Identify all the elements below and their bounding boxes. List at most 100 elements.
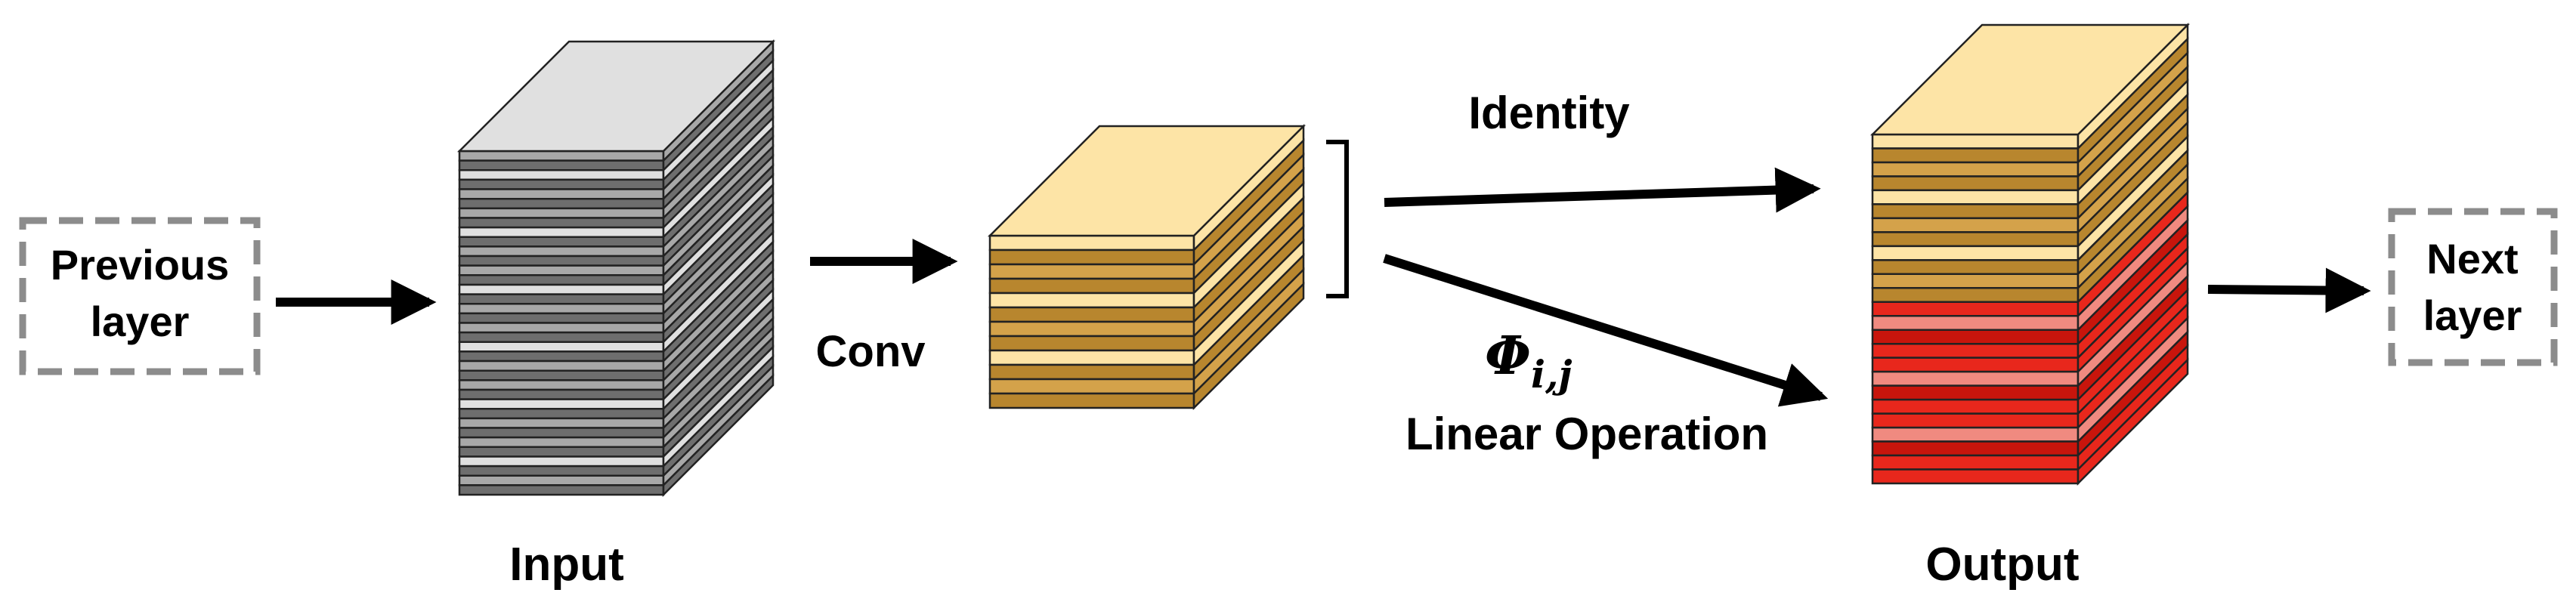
cube-layer-front	[1871, 412, 2080, 429]
cube-layer-front	[458, 226, 665, 238]
cube-layer-front	[1871, 454, 2080, 471]
cube-layer-front	[1871, 370, 2080, 387]
cube-layer-front	[1871, 329, 2080, 345]
cube-layer-front	[458, 388, 665, 400]
cube-layer-front	[458, 283, 665, 295]
cube-layer-front	[1871, 287, 2080, 304]
cube-layer-front	[988, 306, 1195, 323]
cube-layer-front	[988, 292, 1195, 309]
cube-layer-front	[458, 398, 665, 410]
cube-layer-front	[1871, 133, 2080, 150]
cube-top	[456, 40, 776, 153]
previous-layer-label-line2: layer	[91, 298, 190, 345]
cube-layer-front	[458, 188, 665, 200]
cube-layer-front	[458, 217, 665, 229]
intrinsic-feature-cube	[987, 123, 1307, 411]
cube-layer-front	[458, 302, 665, 315]
cube-layer-front	[988, 335, 1195, 352]
phi-label: Φi,j	[1485, 324, 1572, 397]
cube-layer-front	[1871, 161, 2080, 178]
cube-layer-front	[458, 360, 665, 372]
cube-layer-front	[458, 207, 665, 219]
cube-layer-side	[2077, 357, 2189, 486]
cube-layer-front	[458, 379, 665, 391]
cube-layer-front	[458, 350, 665, 363]
cube-layer-front	[458, 427, 665, 439]
next-layer-label-line1: Next	[2426, 235, 2518, 282]
cube-layer-front	[988, 349, 1195, 366]
identity-label: Identity	[1468, 88, 1630, 138]
cube-layer-front	[458, 341, 665, 353]
cube-layer-front	[1871, 357, 2080, 373]
cube-layer-front	[1871, 440, 2080, 457]
cube-layer-front	[458, 312, 665, 324]
cube-layer-front	[458, 322, 665, 334]
previous-layer-box: Previous layer	[19, 217, 261, 375]
cube-layer-front	[1871, 203, 2080, 220]
cube-layer-front	[458, 436, 665, 449]
output-feature-cube	[1869, 22, 2191, 486]
arrow-linear-operation	[1383, 254, 1829, 407]
cube-layer-front	[458, 236, 665, 248]
cube-layer-front	[1871, 231, 2080, 248]
cube-layer-front	[458, 331, 665, 344]
cube-layer-front	[458, 274, 665, 286]
cube-layer-front	[1871, 175, 2080, 192]
arrow-identity	[1384, 167, 1821, 213]
cube-layer-front	[458, 455, 665, 468]
cube-layer-side	[662, 373, 775, 498]
cube-layer-front	[458, 197, 665, 210]
cube-layer-front	[1871, 245, 2080, 261]
cube-layer-front	[988, 392, 1195, 409]
cube-layer-front	[1871, 426, 2080, 443]
cube-layer-front	[988, 363, 1195, 381]
cube-layer-front	[458, 169, 665, 181]
output-label: Output	[1925, 539, 2079, 591]
cube-layer-front	[458, 417, 665, 429]
cube-layer-front	[1871, 273, 2080, 289]
cube-layer-front	[458, 474, 665, 486]
cube-layer-front	[1871, 301, 2080, 317]
cube-layer-front	[988, 234, 1195, 252]
cube-layer-front	[988, 263, 1195, 280]
cube-layer-front	[1871, 342, 2080, 359]
cube-layer-front	[988, 249, 1195, 266]
cube-layer-front	[458, 178, 665, 190]
cube-layer-front	[988, 277, 1195, 295]
cube-layer-front	[458, 369, 665, 381]
cube-layer-front	[988, 320, 1195, 338]
cube-layer-front	[458, 255, 665, 267]
conv-label: Conv	[816, 327, 926, 376]
feature-bracket	[1326, 140, 1349, 298]
cube-layer-front	[458, 150, 665, 162]
cube-top	[987, 125, 1307, 237]
cube-layer-front	[458, 408, 665, 420]
cube-layer-front	[1871, 189, 2080, 205]
cube-layer-front	[458, 484, 665, 496]
cube-layer-front	[458, 264, 665, 276]
cube-layer-front	[1871, 384, 2080, 401]
cube-layer-front	[458, 245, 665, 258]
cube-layer-front	[1871, 468, 2080, 485]
cube-layer-front	[458, 446, 665, 458]
cube-layer-side	[1192, 281, 1305, 411]
cube-layer-front	[1871, 147, 2080, 164]
arrow-output-to-next	[2207, 267, 2371, 313]
linear-operation-label: Linear Operation	[1406, 409, 1768, 459]
cube-layer-front	[988, 378, 1195, 395]
cube-layer-front	[1871, 217, 2080, 233]
cube-layer-front	[1871, 314, 2080, 331]
input-label: Input	[509, 539, 624, 591]
cube-layer-front	[458, 293, 665, 305]
phi-subscript: i,j	[1531, 352, 1573, 397]
next-layer-label-line2: layer	[2423, 292, 2522, 339]
phi-symbol: Φ	[1485, 324, 1531, 387]
next-layer-box: Next layer	[2388, 208, 2558, 366]
cube-layer-front	[458, 159, 665, 171]
cube-top	[1869, 23, 2191, 136]
cube-layer-front	[1871, 398, 2080, 415]
previous-layer-label-line1: Previous	[51, 241, 230, 289]
input-feature-cube	[456, 39, 776, 498]
cube-layer-front	[1871, 259, 2080, 276]
